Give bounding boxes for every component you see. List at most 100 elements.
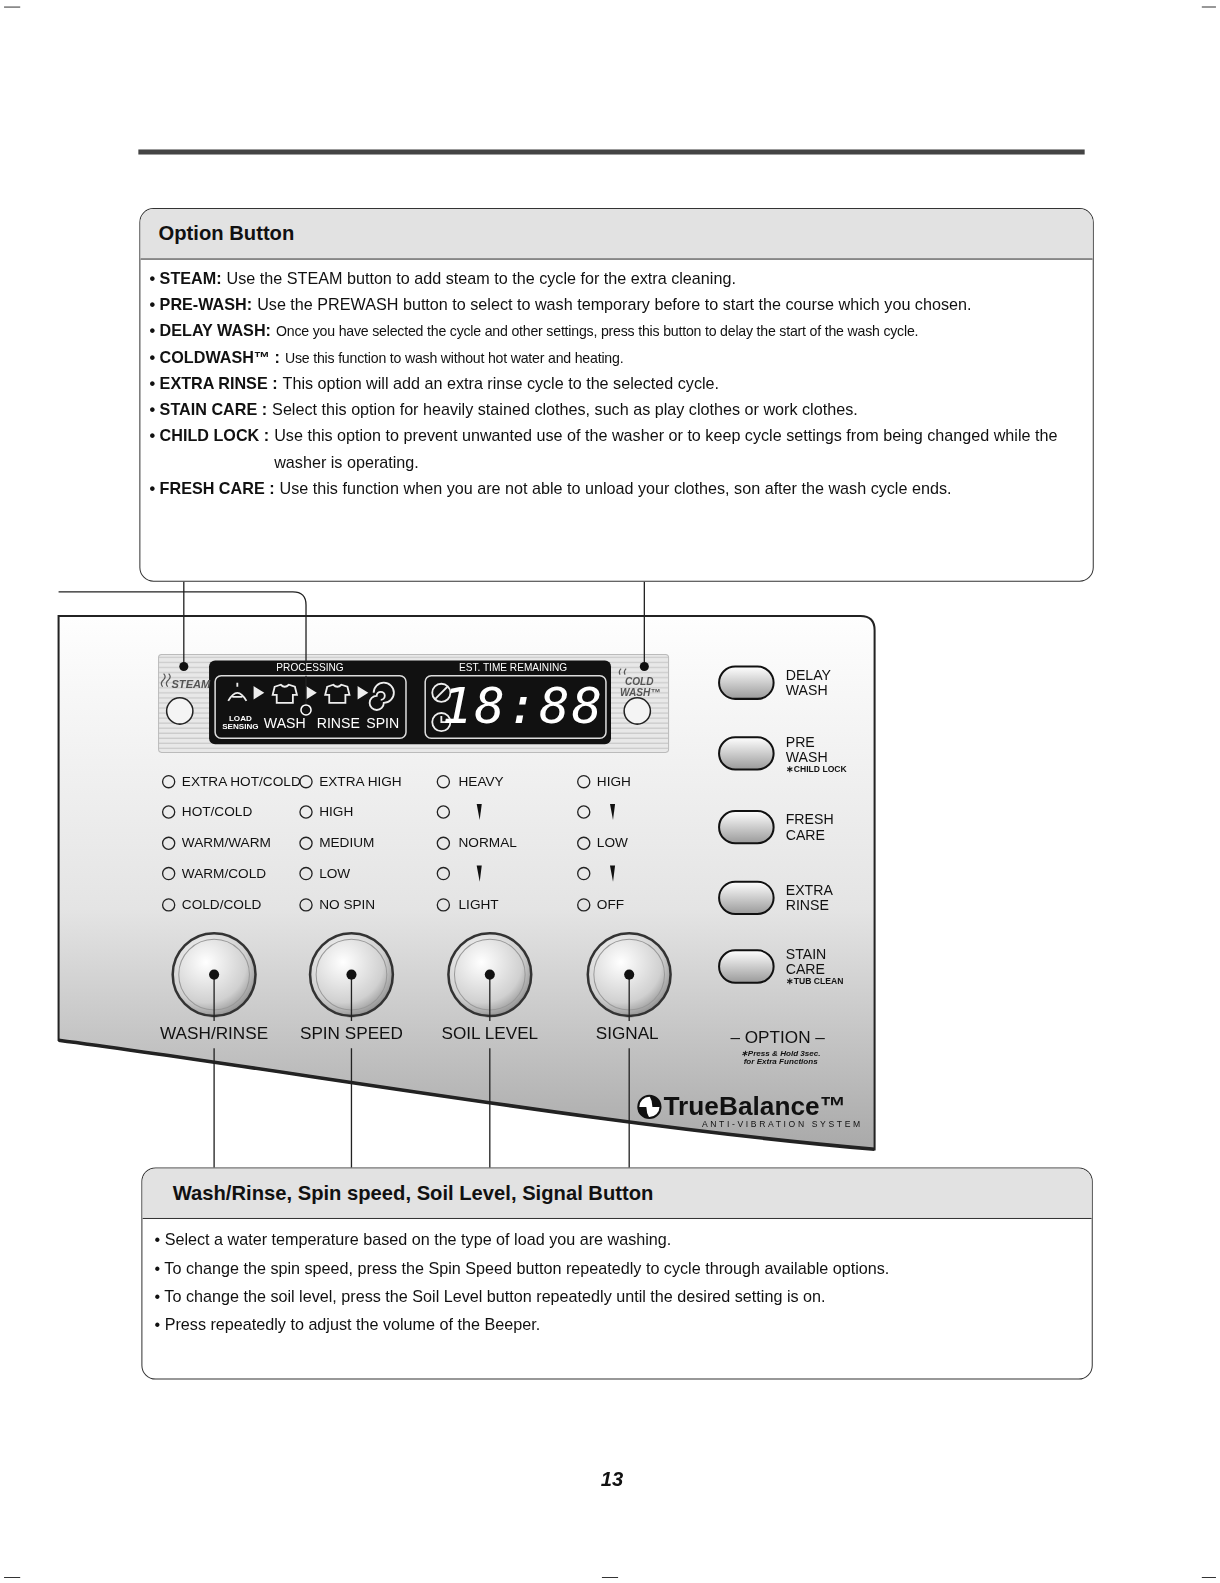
button-label: EXTRA RINSE <box>786 883 843 913</box>
option-bullet: • PRE-WASH:Use the PREWASH button to sel… <box>149 292 1082 318</box>
bullet-text: • Press repeatedly to adjust the volume … <box>155 1311 1080 1339</box>
option-bullet: • STAIN CARE :Select this option for hea… <box>149 397 1082 423</box>
display-icon <box>273 685 297 703</box>
level-marker <box>477 804 482 820</box>
option-button <box>719 882 774 914</box>
leader-line <box>351 975 352 1168</box>
box-body: • STEAM:Use the STEAM button to add stea… <box>140 260 1092 512</box>
leader-dot <box>179 662 649 980</box>
display-icon <box>307 688 315 698</box>
leader-line <box>183 582 184 663</box>
leader-dot <box>209 970 219 980</box>
knob-label: WASH/RINSE <box>160 1025 268 1043</box>
option-button <box>719 950 774 982</box>
knob-label: SPIN SPEED <box>300 1025 403 1043</box>
display-strip <box>425 676 606 739</box>
setting-label: NO SPIN <box>319 898 375 912</box>
knob-label: SIGNAL <box>596 1025 659 1043</box>
leader-line <box>629 975 630 1168</box>
leader-dot <box>301 705 311 715</box>
setting-label: COLD/COLD <box>182 898 262 912</box>
display-icon <box>325 685 349 703</box>
display-caption: RINSE <box>317 716 360 731</box>
control-panel <box>59 616 875 1149</box>
callout-box: Option Button • STEAM:Use the STEAM butto… <box>139 208 1093 582</box>
brand-tagline: ANTI-VIBRATION SYSTEM <box>702 1120 863 1129</box>
option-name: • COLDWASH™ : <box>149 344 279 370</box>
display-icon <box>370 683 394 710</box>
indicator-led <box>300 806 312 818</box>
option-button-round <box>167 698 193 724</box>
option-description: Once you have selected the cycle and oth… <box>276 318 918 344</box>
crop-mark <box>1202 7 1216 8</box>
crop-mark <box>4 7 20 8</box>
selector-knob <box>173 933 671 1016</box>
option-bullet: • STEAM:Use the STEAM button to add stea… <box>149 266 1082 292</box>
display-caption: SPIN <box>366 716 399 731</box>
option-description: Use the PREWASH button to select to wash… <box>257 292 971 318</box>
option-bullet: • DELAY WASH:Once you have selected the … <box>149 318 1082 344</box>
indicator-led <box>437 776 449 788</box>
option-name: • PRE-WASH: <box>149 292 252 318</box>
display-icon <box>255 688 263 698</box>
option-description: Use this function to wash without hot wa… <box>285 344 623 370</box>
indicator-led <box>163 899 175 911</box>
box-heading: Wash/Rinse, Spin speed, Soil Level, Sign… <box>173 1182 654 1205</box>
option-description: Use the STEAM button to add steam to the… <box>227 266 736 292</box>
display-caption: EST. TIME REMAINING <box>459 663 567 674</box>
leader-line <box>489 975 490 1168</box>
display-caption: LOAD SENSING <box>220 715 260 732</box>
page-number: 13 <box>601 1469 623 1490</box>
leader-line <box>305 676 306 706</box>
display-caption: PROCESSING <box>276 663 343 674</box>
leader-dot <box>179 662 188 671</box>
leader-dot <box>640 662 649 671</box>
option-name: • EXTRA RINSE : <box>149 371 277 397</box>
setting-label: NORMAL <box>459 836 517 850</box>
setting-label: LOW <box>319 866 350 880</box>
display-strip <box>209 660 611 744</box>
indicator-led <box>437 899 449 911</box>
box-heading-band: Option Button <box>140 209 1092 259</box>
option-button <box>719 667 774 983</box>
button-label: STAIN CARE <box>786 947 839 977</box>
option-description: Select this option for heavily stained c… <box>272 397 858 423</box>
setting-label: HEAVY <box>459 775 504 789</box>
box-heading-band: Wash/Rinse, Spin speed, Soil Level, Sign… <box>142 1168 1091 1218</box>
indicator-led <box>163 837 175 849</box>
option-group-label: – OPTION – <box>730 1029 824 1047</box>
brand-logo: TrueBalance™ <box>664 1093 846 1121</box>
leader-line <box>59 582 645 1168</box>
option-name: • STEAM: <box>149 266 221 292</box>
box-heading: Option Button <box>159 222 295 245</box>
setting-label: MEDIUM <box>319 836 374 850</box>
leader-dot <box>346 970 356 980</box>
option-button-round <box>624 698 650 724</box>
display-caption: WASH <box>264 716 306 731</box>
level-marker <box>610 804 615 820</box>
indicator-led <box>300 868 312 880</box>
setting-label: LIGHT <box>459 898 499 912</box>
display-icon <box>228 683 450 731</box>
setting-label: HIGH <box>597 775 631 789</box>
option-button <box>719 811 774 843</box>
control-panel <box>59 1040 875 1149</box>
crop-mark <box>4 7 1216 1577</box>
setting-label: WARM/WARM <box>182 836 271 850</box>
option-bullet: • EXTRA RINSE :This option will add an e… <box>149 371 1082 397</box>
setting-label: HOT/COLD <box>182 805 252 819</box>
knob-label: SOIL LEVEL <box>441 1025 538 1043</box>
indicator-led <box>163 776 175 788</box>
display-strip <box>159 654 669 752</box>
leader-dot <box>624 970 634 980</box>
option-name: • STAIN CARE : <box>149 397 267 423</box>
time-readout: 18:88 <box>442 679 604 732</box>
option-button <box>719 667 774 699</box>
note: ∗Press & Hold 3sec. for Extra Functions <box>739 1050 822 1067</box>
level-marker <box>610 866 615 882</box>
indicator-led <box>578 837 590 849</box>
display-icon <box>359 688 367 698</box>
option-description: Use this function when you are not able … <box>280 476 952 502</box>
indicator-led <box>437 806 449 818</box>
